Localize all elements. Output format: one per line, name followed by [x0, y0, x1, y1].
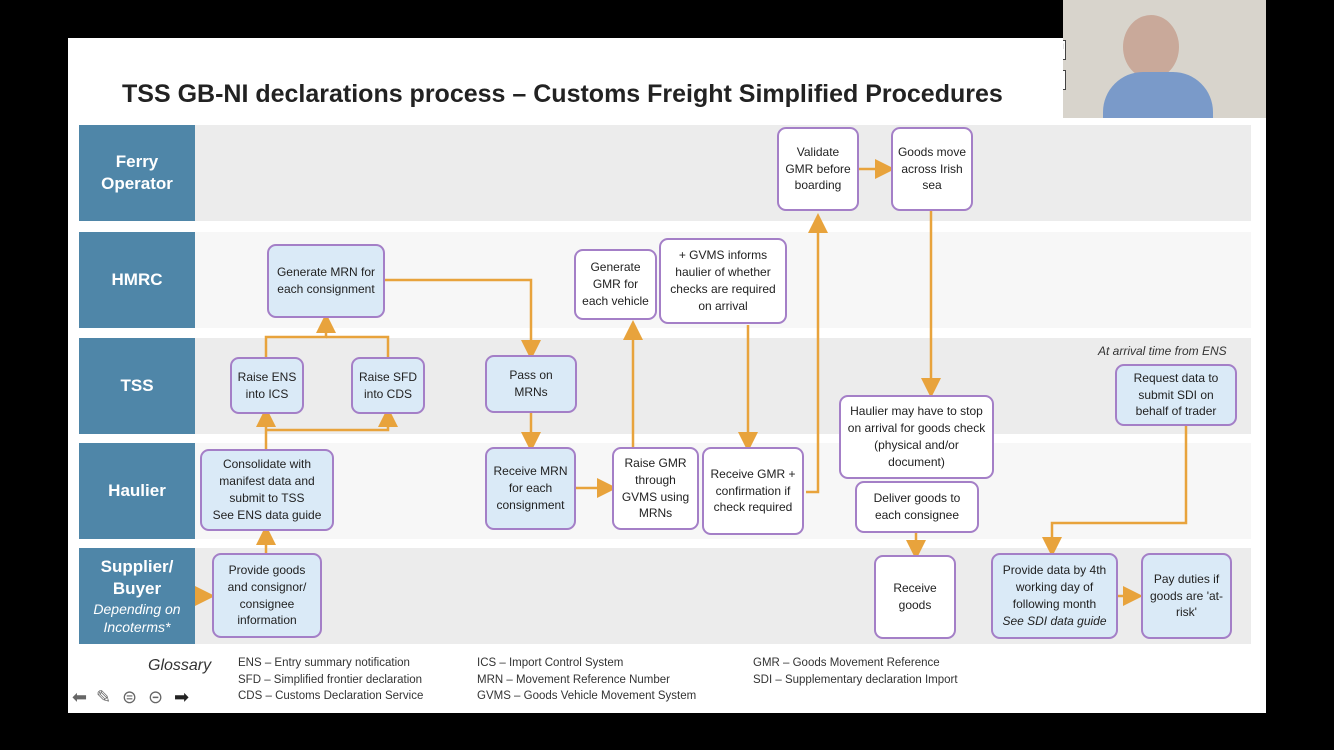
forward-arrow-icon[interactable]: ➡	[174, 687, 190, 707]
box-generate-mrn: Generate MRN for each consignment	[267, 244, 385, 318]
box-consolidate: Consolidate with manifest data and submi…	[200, 449, 334, 531]
pen-icon[interactable]: ✎	[96, 687, 112, 707]
box-haulier-stop: Haulier may have to stop on arrival for …	[839, 395, 994, 479]
box-raise-ens: Raise ENS into ICS	[230, 357, 304, 414]
person-shoulders	[1103, 72, 1213, 118]
more-icon[interactable]: ⊝	[148, 687, 164, 707]
lane-label-haulier: Haulier	[79, 443, 195, 539]
box-generate-gmr: Generate GMR for each vehicle	[574, 249, 657, 320]
box-raise-sfd: Raise SFD into CDS	[351, 357, 425, 414]
box-gvms-informs: + GVMS informs haulier of whether checks…	[659, 238, 787, 324]
box-receive-goods: Receive goods	[874, 555, 956, 639]
back-arrow-icon[interactable]: ⬅	[72, 687, 88, 707]
box-goods-move: Goods move across Irish sea	[891, 127, 973, 211]
lane-label-ferry: Ferry Operator	[79, 125, 195, 221]
box-receive-mrn: Receive MRN for each consignment	[485, 447, 576, 530]
slides-icon[interactable]: ⊜	[122, 687, 138, 707]
person-figure	[1123, 15, 1179, 79]
box-provide-data: Provide data by 4th working day of follo…	[991, 553, 1118, 639]
webcam-video: Cu M	[1063, 0, 1266, 118]
glossary-col-1: ENS – Entry summary notification SFD – S…	[238, 657, 424, 702]
glossary-col-2: ICS – Import Control System MRN – Moveme…	[477, 657, 697, 702]
lane-label-supplier: Supplier/ Buyer Depending on Incoterms*	[79, 548, 195, 644]
slide-title: TSS GB-NI declarations process – Customs…	[122, 80, 1003, 108]
glossary-col-3: GMR – Goods Movement Reference SDI – Sup…	[753, 657, 958, 686]
box-request-data: Request data to submit SDI on behalf of …	[1115, 364, 1237, 426]
box-pay-duties: Pay duties if goods are 'at-risk'	[1141, 553, 1232, 639]
box-receive-gmr: Receive GMR + confirmation if check requ…	[702, 447, 804, 535]
box-deliver-goods: Deliver goods to each consignee	[855, 481, 979, 533]
box-provide-goods: Provide goods and consignor/ consignee i…	[212, 553, 322, 638]
lane-ferry-bg	[131, 125, 1251, 221]
glossary-heading: Glossary	[148, 657, 212, 674]
video-tab-2[interactable]: M	[1063, 70, 1066, 90]
video-tab-1[interactable]: Cu	[1063, 40, 1066, 60]
box-validate-gmr: Validate GMR before boarding	[777, 127, 859, 211]
lane-tss-bg	[131, 338, 1251, 434]
lane-label-hmrc: HMRC	[79, 232, 195, 328]
box-raise-gmr: Raise GMR through GVMS using MRNs	[612, 447, 699, 530]
box-pass-on: Pass on MRNs	[485, 355, 577, 413]
lane-label-tss: TSS	[79, 338, 195, 434]
arrival-note: At arrival time from ENS	[1098, 344, 1227, 358]
